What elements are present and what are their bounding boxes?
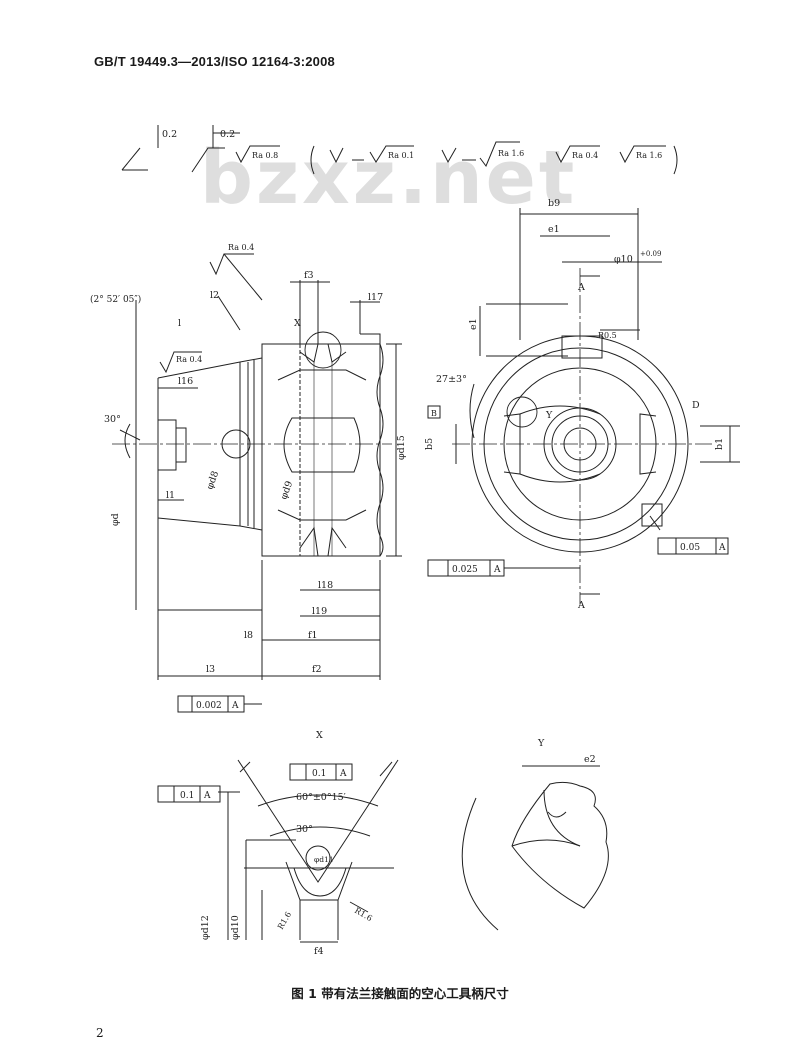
position-value: 0.1 (180, 791, 194, 801)
l16-label: l16 (178, 376, 193, 387)
bs-label: b5 (424, 438, 435, 450)
symmetry-left-datum: A (493, 565, 501, 575)
l18-label: l18 (318, 580, 333, 591)
angle-note: (2° 52′ 05″) (90, 294, 141, 305)
side-view (427, 208, 740, 604)
angle-30-label: 30° (104, 414, 121, 425)
position2-value: 0.1 (312, 769, 326, 779)
detail-y (461, 765, 609, 931)
dia-10-tolerance: +0.09 (640, 250, 661, 258)
d11-label: φd11 (314, 855, 334, 864)
detail-x (157, 759, 399, 943)
radius-1-label: R1.6 (276, 910, 293, 931)
f2-label: f2 (312, 664, 322, 675)
position-datum: A (203, 791, 211, 801)
datum-a-bottom: A (577, 600, 585, 611)
f4-label: f4 (314, 946, 324, 957)
d12-label: φd12 (200, 915, 211, 940)
radius-label: R0.5 (598, 331, 617, 340)
technical-drawing: 0.2 0.2 Ra 0.8 Ra 0.1 Ra 1.6 Ra 0.4 Ra 1… (90, 125, 740, 957)
symmetry-right-datum: A (718, 543, 726, 553)
roughness-note (121, 125, 678, 175)
d-label: φd (110, 513, 121, 526)
main-view (112, 253, 402, 713)
angle-30-detail: 30° (296, 824, 313, 835)
e1-box-label: e1 (548, 224, 560, 235)
roughness-1: Ra 0.1 (388, 151, 414, 160)
detail-y-title: Y (537, 738, 545, 749)
roughness-4: Ra 1.6 (636, 151, 662, 160)
detail-x-title: X (316, 730, 323, 741)
position2-datum: A (339, 769, 347, 779)
symmetry-right-value: 0.05 (680, 543, 700, 553)
detail-x-callout: X (294, 318, 301, 329)
l3-label: l3 (206, 664, 215, 675)
d-callout: D (692, 400, 700, 411)
standard-header: GB/T 19449.3—2013/ISO 12164-3:2008 (94, 54, 335, 69)
flange-dia-label: φd15 (396, 435, 407, 460)
l19-label: l19 (312, 606, 327, 617)
runout-datum: A (231, 701, 239, 711)
detail-y-callout: Y (545, 410, 553, 421)
l8-label: l8 (244, 630, 253, 641)
datum-a-top: A (577, 282, 585, 293)
datum-b: B (431, 409, 437, 418)
ra-top-label: Ra 0.4 (228, 243, 254, 252)
l-box-label: l (178, 318, 181, 329)
l17-label: l17 (368, 292, 383, 303)
roughness-3: Ra 0.4 (572, 151, 598, 160)
b9-label: b9 (548, 198, 560, 209)
symmetry-left-value: 0.025 (452, 565, 478, 575)
b1-label: b1 (714, 438, 725, 450)
ra-side-label: Ra 0.4 (176, 355, 202, 364)
angle-60-label: 60°±0°15′ (296, 792, 346, 803)
roughness-2: Ra 1.6 (498, 149, 524, 158)
flatness-value: 0.2 (162, 129, 177, 140)
figure-caption: 图 1 带有法兰接触面的空心工具柄尺寸 (291, 986, 509, 1001)
dia-10-label: φ10 (614, 254, 633, 265)
page-number: 2 (96, 1026, 104, 1040)
roughness-main: Ra 0.8 (252, 151, 278, 160)
l1-label: l1 (166, 490, 175, 501)
watermark: bzxz.net (200, 135, 578, 221)
radius-2-label: R1.6 (353, 906, 374, 923)
l2-box-label: l2 (210, 290, 219, 301)
e2-label: e2 (584, 754, 596, 765)
d8-label: φd8 (204, 470, 221, 491)
straightness-value: 0.2 (220, 129, 235, 140)
e1-side-label: e1 (468, 318, 479, 330)
angle-27-label: 27±3° (436, 374, 467, 385)
d10-label: φd10 (230, 915, 241, 940)
d9-label: φd9 (278, 480, 295, 501)
runout-value: 0.002 (196, 701, 222, 711)
f3-label: f3 (304, 270, 314, 281)
f1-label: f1 (308, 630, 318, 641)
